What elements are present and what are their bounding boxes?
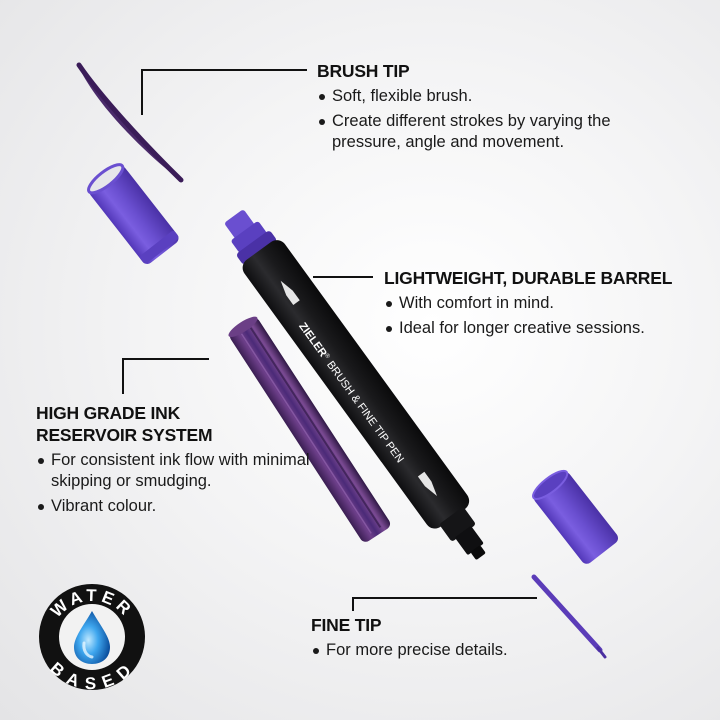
brush-tip-nib: [76, 62, 184, 183]
bullet-item: With comfort in mind.: [384, 293, 714, 314]
feature-title: LIGHTWEIGHT, DURABLE BARREL: [384, 268, 673, 288]
feature-brush-tip: BRUSH TIP Soft, flexible brush. Create d…: [317, 60, 657, 157]
feature-bullets: For more precise details.: [311, 640, 611, 661]
bullet-item: Create different strokes by varying the …: [317, 111, 632, 153]
water-drop-icon: [74, 611, 110, 664]
feature-bullets: For consistent ink flow with minimal ski…: [36, 450, 336, 517]
bullet-item: For consistent ink flow with minimal ski…: [36, 450, 331, 492]
brush-tip-leader-v: [141, 69, 143, 115]
brush-cap: [87, 163, 179, 264]
bullet-item: Soft, flexible brush.: [317, 86, 657, 107]
reservoir-leader-h: [122, 358, 209, 360]
feature-reservoir: HIGH GRADE INK RESERVOIR SYSTEM For cons…: [36, 402, 336, 521]
feature-title: BRUSH TIP: [317, 61, 410, 81]
feature-bullets: With comfort in mind. Ideal for longer c…: [384, 293, 714, 339]
fine-tip-leader-h: [352, 597, 537, 599]
reservoir-leader-v: [122, 358, 124, 394]
fine-tip-leader-v: [352, 597, 354, 611]
fine-tip-nib: [531, 574, 607, 659]
barrel-leader-h: [313, 276, 373, 278]
bullet-item: Vibrant colour.: [36, 496, 336, 517]
brush-tip-leader-h: [141, 69, 307, 71]
bullet-item: For more precise details.: [311, 640, 611, 661]
ink-reservoir: [228, 316, 391, 542]
feature-bullets: Soft, flexible brush. Create different s…: [317, 86, 657, 153]
feature-title: FINE TIP: [311, 615, 382, 635]
feature-fine-tip: FINE TIP For more precise details.: [311, 614, 611, 665]
fine-tip-cap: [532, 469, 619, 564]
feature-title-line1: HIGH GRADE INK: [36, 403, 181, 423]
bullet-item: Ideal for longer creative sessions.: [384, 318, 714, 339]
water-based-badge: WATER BASED: [39, 584, 145, 693]
feature-title-line2: RESERVOIR SYSTEM: [36, 425, 213, 445]
feature-barrel: LIGHTWEIGHT, DURABLE BARREL With comfort…: [384, 267, 714, 343]
